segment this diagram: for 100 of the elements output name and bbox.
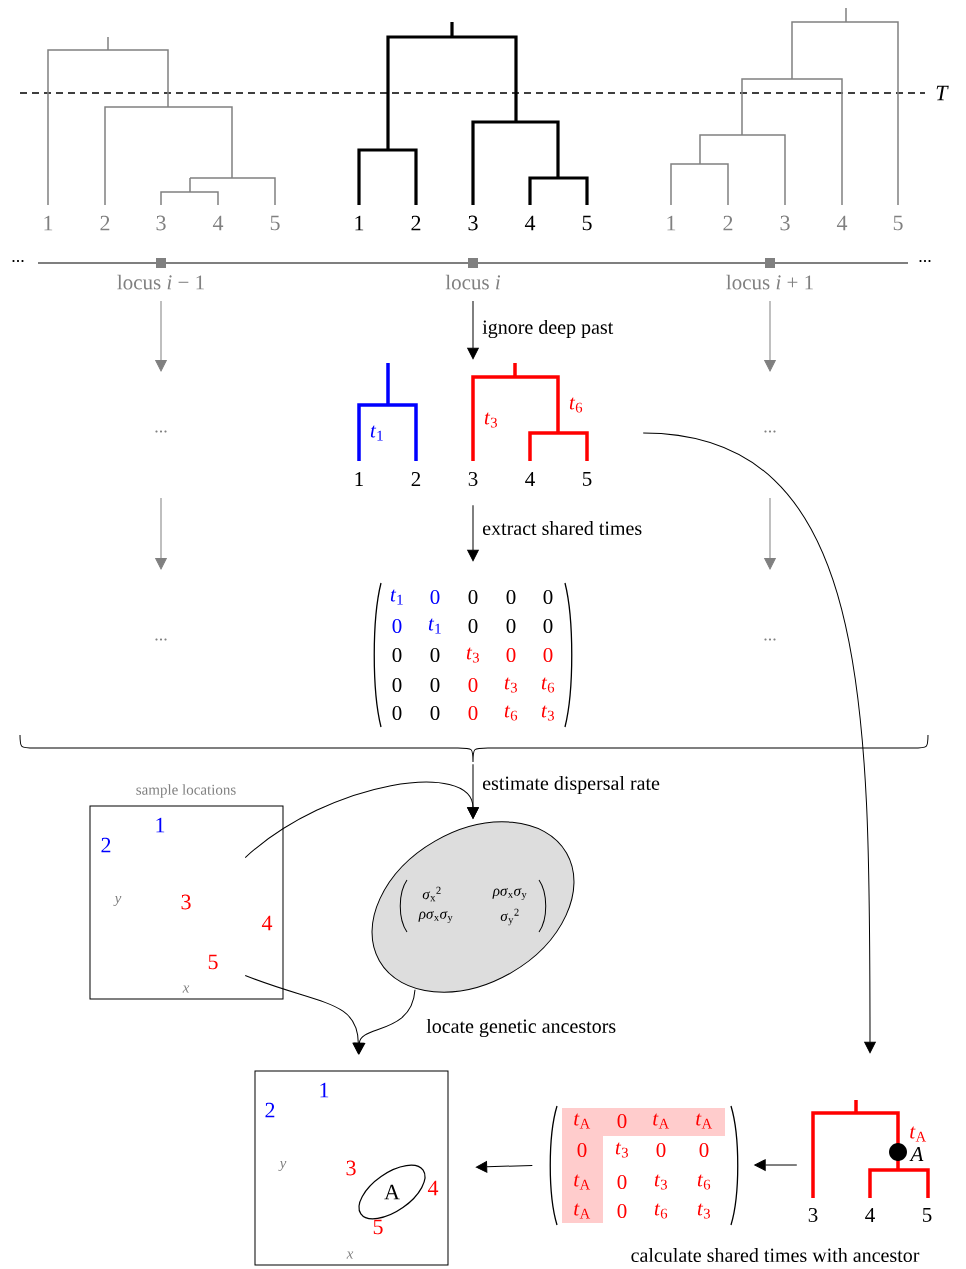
- matrix-cell: 0: [656, 1142, 666, 1158]
- ellipsis: ...: [764, 638, 776, 641]
- matrix-cell: 0: [506, 589, 516, 605]
- sample-number: 5: [208, 954, 218, 970]
- matrix-cell: t$_{6}$: [654, 1203, 668, 1219]
- arrow: [467, 504, 479, 562]
- caption-text: calculate shared times with ancestor: [631, 1247, 920, 1263]
- matrix-cell: 0: [506, 647, 516, 663]
- locus-label: locus i + 1: [726, 274, 813, 290]
- matrix-cell: t$_{6}$: [541, 677, 555, 693]
- matrix-cell: 0: [543, 589, 553, 605]
- leaf-label: 5: [582, 215, 592, 231]
- leaf-label: 2: [411, 472, 421, 486]
- sample-number: 2: [101, 837, 111, 853]
- ellipsis: ...: [12, 259, 24, 263]
- matrix-cell: 0: [699, 1142, 709, 1158]
- arrow: [244, 975, 365, 1055]
- matrix-cell: t$_{A}$: [574, 1203, 591, 1219]
- locus-label: locus i: [445, 274, 501, 290]
- sample-number: 4: [261, 915, 273, 931]
- matrix-cell: 0: [617, 1203, 627, 1219]
- matrix-cell: 0: [468, 705, 478, 721]
- matrix-cell: σ$_{x}$2: [422, 886, 441, 902]
- branch-time-label: t$_{3}$: [484, 412, 497, 428]
- ancestor-label: A: [909, 1147, 924, 1161]
- matrix-cell: t$_{3}$: [615, 1142, 628, 1158]
- arrow: [764, 300, 776, 372]
- arrow: [764, 497, 776, 570]
- axis-label: x: [182, 985, 190, 993]
- leaf-label: 4: [836, 215, 848, 231]
- sample-number: 1: [156, 817, 165, 833]
- branch-time-label: t$_{1}$: [370, 425, 383, 441]
- matrix-cell: 0: [430, 647, 440, 663]
- ellipsis: ...: [764, 430, 776, 433]
- leaf-label: 5: [582, 472, 592, 486]
- matrix-cell: 0: [617, 1113, 627, 1129]
- leaf-label: 3: [156, 215, 166, 231]
- edge-label: extract shared times: [481, 519, 644, 537]
- matrix-cell: ρσ$_{x}$σ$_{y}$: [492, 887, 527, 901]
- matrix-cell: 0: [543, 618, 553, 634]
- leaf-label: 4: [212, 215, 224, 231]
- arrow: [155, 497, 167, 570]
- axis-label: x: [346, 1251, 354, 1259]
- sample-number: 4: [427, 1180, 439, 1196]
- ellipsis: ...: [155, 430, 167, 433]
- matrix-cell: t$_{1}$: [428, 618, 441, 634]
- branch-time-label: t$_{6}$: [569, 397, 583, 413]
- ellipsis: ...: [155, 638, 167, 641]
- leaf-label: 5: [922, 1208, 932, 1222]
- edge-label: ignore deep past: [481, 318, 615, 340]
- matrix-cell: 0: [468, 618, 478, 634]
- leaf-label: 1: [355, 472, 363, 486]
- leaf-label: 4: [524, 215, 536, 231]
- matrix-cell: 0: [506, 618, 516, 634]
- matrix-cell: 0: [392, 618, 402, 634]
- arrow: [642, 432, 876, 1054]
- leaf-label: 3: [468, 471, 478, 487]
- edge-label: estimate dispersal rate: [481, 774, 661, 796]
- leaf-label: 1: [355, 215, 364, 231]
- leaf-label: 3: [468, 215, 478, 231]
- matrix-cell: 0: [430, 705, 440, 721]
- matrix-cell: 0: [468, 589, 478, 605]
- matrix-cell: 0: [543, 647, 553, 663]
- matrix-cell: t$_{A}$: [574, 1113, 591, 1129]
- map-heading: sample locations: [136, 784, 236, 798]
- sample-number: 3: [346, 1160, 356, 1176]
- arrow: [155, 300, 167, 372]
- sample-number: 1: [320, 1082, 329, 1098]
- axis-label: y: [278, 1160, 287, 1172]
- leaf-label: 3: [780, 215, 790, 231]
- leaf-label: 2: [411, 215, 421, 231]
- locus-label: locus i − 1: [117, 274, 204, 290]
- matrix-cell: 0: [430, 677, 440, 693]
- branch-time-label: t$_{A}$: [910, 1126, 927, 1142]
- arrow: [475, 1161, 533, 1173]
- matrix-cell: t$_{A}$: [574, 1174, 591, 1190]
- matrix-cell: 0: [392, 677, 402, 693]
- matrix-cell: t$_{3}$: [466, 647, 479, 663]
- leaf-label: 2: [100, 215, 110, 231]
- edge-label: locate genetic ancestors: [425, 1017, 618, 1039]
- leaf-label: 1: [44, 215, 53, 231]
- leaf-label: 5: [893, 215, 903, 231]
- leaf-label: 1: [667, 215, 676, 231]
- matrix-cell: 0: [617, 1174, 627, 1190]
- axis-label: y: [113, 895, 122, 907]
- matrix-cell: 0: [430, 589, 440, 605]
- matrix-cell: 0: [468, 677, 478, 693]
- leaf-label: 5: [270, 215, 280, 231]
- matrix-cell: t$_{3}$: [504, 677, 517, 693]
- matrix-cell: t$_{6}$: [697, 1174, 711, 1190]
- matrix-cell: t$_{1}$: [390, 589, 403, 605]
- matrix-cell: t$_{3}$: [654, 1174, 667, 1190]
- matrix-cell: ρσ$_{x}$σ$_{y}$: [418, 910, 453, 924]
- leaf-label: 3: [808, 1207, 818, 1223]
- matrix-cell: 0: [577, 1142, 587, 1158]
- matrix-cell: t$_{6}$: [504, 705, 518, 721]
- arrow: [244, 781, 479, 858]
- matrix-cell: 0: [392, 705, 402, 721]
- leaf-label: 4: [865, 1208, 875, 1222]
- matrix-cell: σ$_{y}$2: [500, 908, 519, 926]
